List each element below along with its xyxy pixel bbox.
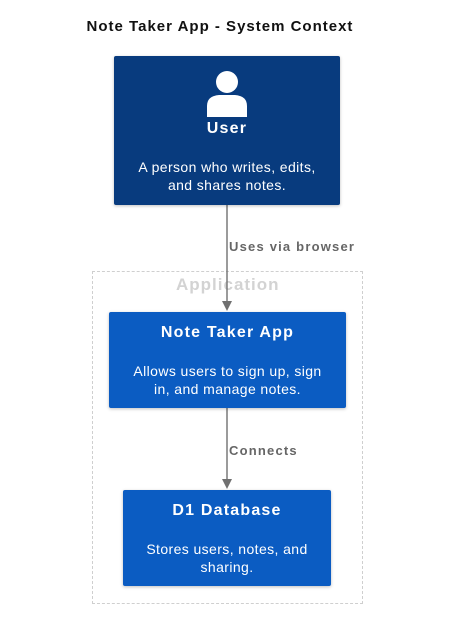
d1-database-node: D1 Database Stores users, notes, and sha…: [123, 490, 331, 586]
app-node-description-line1: Allows users to sign up, sign: [133, 363, 322, 379]
edge-label-uses-via-browser: Uses via browser: [229, 239, 356, 254]
user-node: User A person who writes, edits, and sha…: [114, 56, 340, 205]
diagram-title: Note Taker App - System Context: [86, 18, 354, 35]
db-node-description-line1: Stores users, notes, and: [146, 541, 308, 557]
person-icon: [207, 71, 247, 117]
app-node-name: Note Taker App: [160, 324, 295, 341]
edge-label-connects: Connects: [229, 443, 298, 458]
app-node-description-line2: in, and manage notes.: [154, 381, 301, 397]
user-node-description-line1: A person who writes, edits,: [138, 159, 316, 175]
user-node-name: User: [206, 120, 248, 137]
user-node-description-line2: and shares notes.: [167, 177, 287, 193]
db-node-name: D1 Database: [172, 502, 282, 519]
db-node-description-line2: sharing.: [200, 559, 254, 575]
note-taker-app-node: Note Taker App Allows users to sign up, …: [109, 312, 346, 408]
